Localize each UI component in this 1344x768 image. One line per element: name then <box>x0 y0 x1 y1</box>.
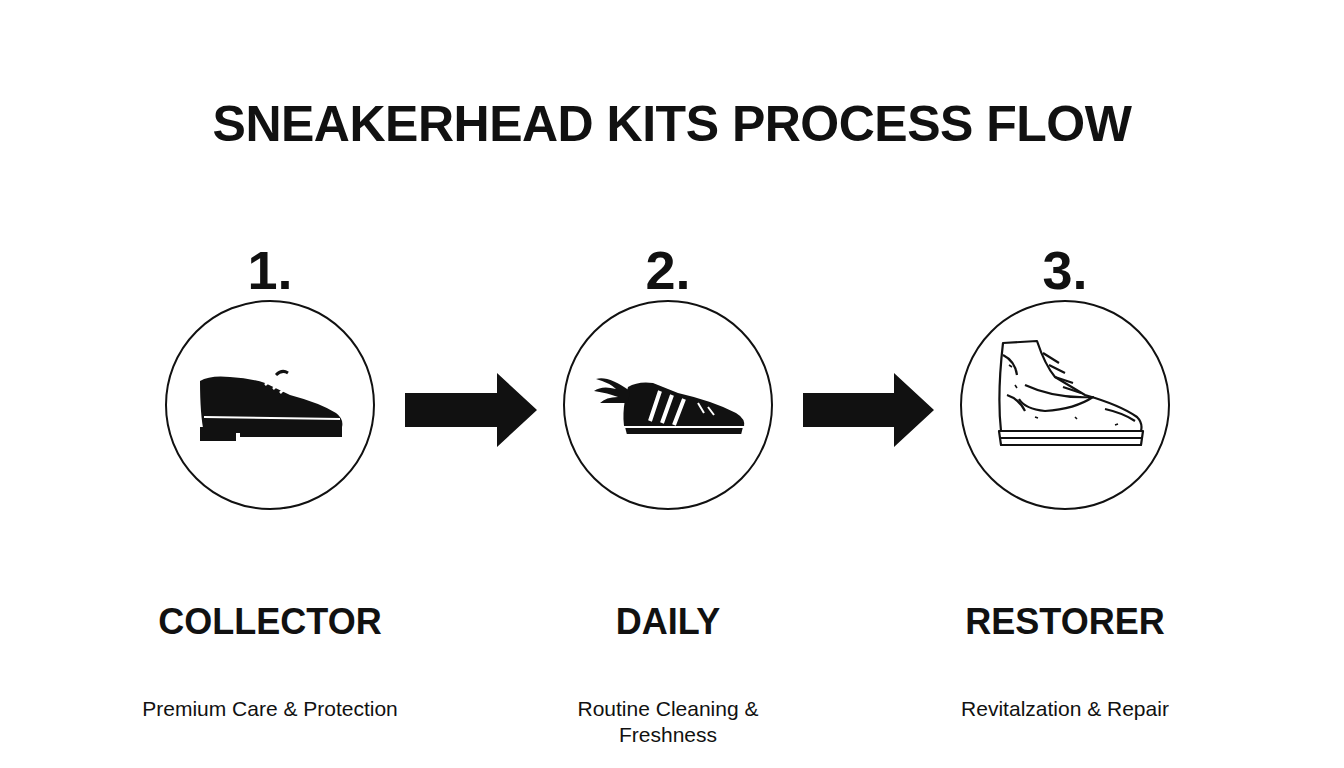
winged-sneaker-icon <box>594 378 744 435</box>
step-description: Routine Cleaning & Freshness <box>568 696 768 748</box>
diagram-title: SNEAKERHEAD KITS PROCESS FLOW <box>0 92 1344 156</box>
step-number: 2. <box>518 240 818 300</box>
step-circle <box>165 300 375 510</box>
step-heading: COLLECTOR <box>120 600 420 644</box>
step-description: Revitalzation & Repair <box>915 696 1215 722</box>
step-number: 1. <box>120 240 420 300</box>
step-heading: RESTORER <box>915 600 1215 644</box>
step-node: 1.COLLECTORPremium Care & Protection <box>120 240 420 680</box>
high-top-sneaker-icon <box>999 341 1143 445</box>
step-circle <box>960 300 1170 510</box>
step-node: 3.RESTORERRevitalzation & Repair <box>915 240 1215 680</box>
step-heading: DAILY <box>518 600 818 644</box>
step-description: Premium Care & Protection <box>120 696 420 722</box>
step-node: 2.DAILYRoutine Cleaning & Freshness <box>518 240 818 680</box>
step-circle <box>563 300 773 510</box>
dress-shoe-icon <box>200 371 342 441</box>
flow-arrow <box>405 373 537 447</box>
flow-arrow <box>803 373 934 447</box>
step-number: 3. <box>915 240 1215 300</box>
